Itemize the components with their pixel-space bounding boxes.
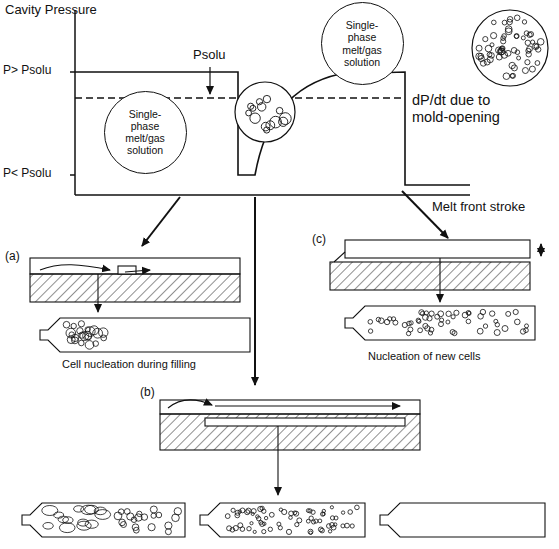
foam-circle (472, 10, 548, 86)
bubbles (476, 15, 544, 79)
threshold-label: Psolu (193, 48, 226, 63)
panel-letter: (b) (140, 386, 155, 400)
panel-letter: (c) (312, 233, 326, 247)
mold-c (330, 240, 541, 340)
chart-axes (70, 10, 470, 195)
annotation: dP/dt due to mold-opening (412, 92, 512, 125)
circle-text: Single-phase melt/gas solution (332, 19, 392, 67)
panel-caption: Cell nucleation during filling (62, 358, 196, 371)
bubbles (246, 95, 291, 133)
mold-a (30, 258, 250, 352)
solution-circle: Single-phase melt/gas solution (104, 91, 187, 174)
axis-title: Melt front stroke (432, 200, 525, 215)
pressure-curve (75, 72, 470, 185)
axis-title: Cavity Pressure (5, 3, 97, 18)
circle-text: Single-phase melt/gas solution (115, 108, 175, 156)
axis-level-label: P< Psolu (3, 167, 51, 181)
axis-level-label: P> Psolu (3, 64, 51, 78)
psolu-arrow (209, 67, 210, 94)
solution-circle: Single-phase melt/gas solution (321, 2, 404, 85)
panel-caption: Nucleation of new cells (368, 350, 481, 363)
mold-b (22, 400, 545, 537)
bubbles (42, 505, 359, 535)
bubble-circle (235, 82, 295, 142)
panel-letter: (a) (5, 250, 20, 264)
bubbles (63, 321, 108, 350)
bubbles (368, 309, 529, 335)
